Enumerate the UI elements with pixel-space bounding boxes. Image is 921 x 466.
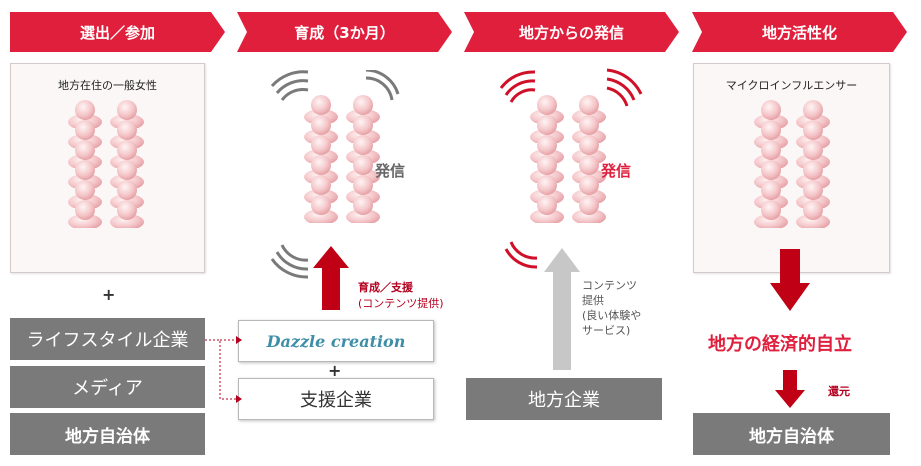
local-government-box-2: 地方自治体 (693, 413, 890, 455)
influencer-label: マイクロインフルエンサー (725, 79, 858, 92)
header-step-revitalization: 地方活性化 (692, 12, 907, 52)
signal-waves-gray (270, 70, 400, 279)
dazzle-creation-logo: Dazzle creation (266, 331, 406, 351)
training-support-arrow (313, 246, 349, 310)
local-government-box: 地方自治体 (10, 413, 205, 455)
connector-lines (205, 336, 242, 403)
header-step-training: 育成（3か月） (237, 12, 452, 52)
down-arrow-1 (770, 249, 810, 311)
signal-waves-red (499, 68, 643, 269)
plus-sign-2: + (328, 361, 342, 380)
dispatch-label-gray: 発信 (375, 162, 406, 180)
influencer-stack-right (794, 98, 832, 234)
lifestyle-company-box: ライフスタイル企業 (10, 318, 205, 360)
plus-sign: + (102, 285, 116, 304)
content-provision-label: コンテンツ 提供 (良い体験や サービス) (582, 279, 642, 337)
return-label: 還元 (828, 385, 850, 398)
person-stack-right (108, 98, 146, 234)
influencer-stack-left (752, 98, 790, 234)
training-support-label: 育成／支援(コンテンツ提供) (358, 281, 444, 310)
header-step-selection: 選出／参加 (10, 12, 225, 52)
down-arrow-2 (775, 370, 805, 408)
content-provision-arrow (544, 248, 580, 370)
regional-company-box: 地方企業 (466, 378, 662, 420)
dazzle-creation-box: Dazzle creation (238, 320, 434, 362)
header-step-regional-dispatch: 地方からの発信 (464, 12, 679, 52)
media-box: メディア (10, 366, 205, 408)
person-stack-left (66, 98, 104, 234)
dispatch-label-red: 発信 (601, 162, 632, 180)
participant-label: 地方在住の一般女性 (58, 79, 157, 92)
participant-panel: 地方在住の一般女性 (10, 63, 205, 273)
support-company-box: 支援企業 (238, 378, 434, 420)
economic-independence-text: 地方の経済的自立 (708, 334, 852, 355)
influencer-panel: マイクロインフルエンサー (693, 63, 890, 273)
